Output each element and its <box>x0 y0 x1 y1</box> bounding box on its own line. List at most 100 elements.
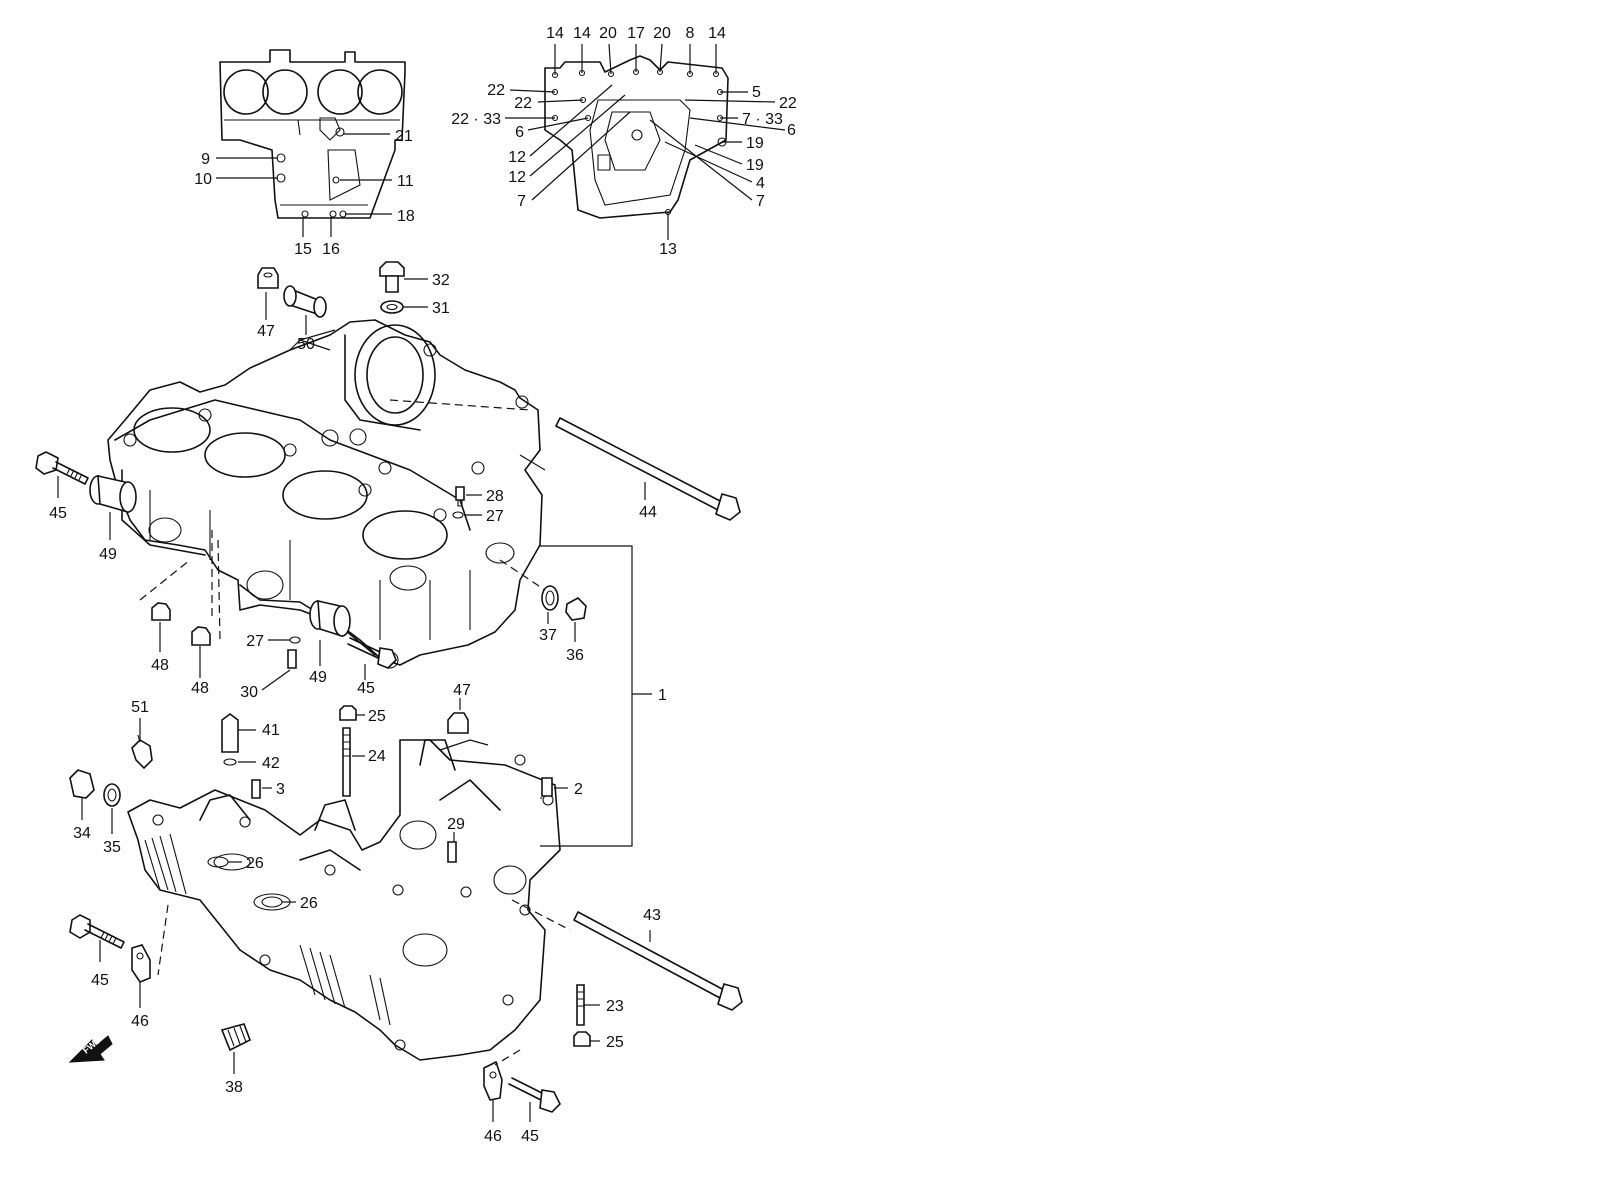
jet-29 <box>447 841 457 863</box>
callout-43: 43 <box>643 907 661 924</box>
callout-37: 37 <box>539 627 557 644</box>
callout-16: 16 <box>322 241 340 258</box>
dowel-3 <box>251 779 261 799</box>
cap-nut-47-lower <box>447 712 469 734</box>
pipe-41 <box>221 713 239 753</box>
callout-12: 12 <box>508 169 526 186</box>
bolt-32 <box>379 261 405 293</box>
dowel-2 <box>541 777 553 797</box>
bracket-46-left <box>131 944 151 983</box>
callout-22: 22 <box>487 82 505 99</box>
plug-38 <box>220 1023 252 1052</box>
callout-26: 26 <box>300 895 318 912</box>
callout-50: 50 <box>297 336 315 353</box>
callout-45: 45 <box>49 505 67 522</box>
callout-27: 27 <box>246 633 264 650</box>
bolt-45-right-lower <box>508 1077 561 1113</box>
callout-27: 27 <box>486 508 504 525</box>
dowel-48-a <box>151 602 171 621</box>
callout-47: 47 <box>453 682 471 699</box>
callout-48: 48 <box>151 657 169 674</box>
callout-46: 46 <box>131 1013 149 1030</box>
callout-25: 25 <box>368 708 386 725</box>
callout-38: 38 <box>225 1079 243 1096</box>
callout-8: 8 <box>686 25 695 42</box>
callout-26: 26 <box>246 855 264 872</box>
o-ring-26-a <box>207 856 229 868</box>
callout-14: 14 <box>573 25 591 42</box>
callout-20: 20 <box>599 25 617 42</box>
callout-10: 10 <box>194 171 212 188</box>
callout-25: 25 <box>606 1034 624 1051</box>
bearing-49-left <box>89 474 137 514</box>
callout-15: 15 <box>294 241 312 258</box>
callout-19: 19 <box>746 135 764 152</box>
callout-14: 14 <box>546 25 564 42</box>
assembly-guide-lines <box>139 399 571 1066</box>
nut-25-lower <box>573 1031 591 1047</box>
stud-43 <box>573 911 743 1011</box>
callout-45: 45 <box>521 1128 539 1145</box>
lower-crankcase-half <box>127 739 561 1061</box>
callout-3: 3 <box>276 781 285 798</box>
callout-24: 24 <box>368 748 386 765</box>
cap-nut-47-upper <box>257 267 279 289</box>
bolt-45-center <box>347 637 397 669</box>
callout-19: 19 <box>746 157 764 174</box>
upper-crankcase-inset <box>216 49 406 237</box>
stud-23 <box>576 984 585 1026</box>
callout-46: 46 <box>484 1128 502 1145</box>
callout-20: 20 <box>653 25 671 42</box>
callout-21: 21 <box>395 128 413 145</box>
nut-25-upper <box>339 705 357 721</box>
callout-12: 12 <box>508 149 526 166</box>
plug-36 <box>565 597 587 621</box>
callout-48: 48 <box>191 680 209 697</box>
callout-18: 18 <box>397 208 415 225</box>
stud-24 <box>342 727 351 797</box>
callout-49: 49 <box>309 669 327 686</box>
callout-13: 13 <box>659 241 677 258</box>
callout-49: 49 <box>99 546 117 563</box>
stud-44 <box>555 417 741 521</box>
callout-4: 4 <box>756 175 765 192</box>
callout-23: 23 <box>606 998 624 1015</box>
callout-45: 45 <box>357 680 375 697</box>
jet-28 <box>455 486 465 507</box>
callout-labels: 14 14 20 17 20 8 14 22 5 22 22 22 · 33 7… <box>49 25 797 1145</box>
callout-44: 44 <box>639 504 657 521</box>
o-ring-27-upper <box>452 511 464 519</box>
callout-2: 2 <box>574 781 583 798</box>
jet-30 <box>287 649 297 669</box>
callout-34: 34 <box>73 825 91 842</box>
callout-22: 22 <box>779 95 797 112</box>
callout-29: 29 <box>447 816 465 833</box>
bolt-45-left-lower <box>69 914 125 949</box>
callout-51: 51 <box>131 699 149 716</box>
callout-14: 14 <box>708 25 726 42</box>
callout-42: 42 <box>262 755 280 772</box>
switch-51 <box>131 734 153 770</box>
callout-41: 41 <box>262 722 280 739</box>
callout-32: 32 <box>432 272 450 289</box>
callout-1: 1 <box>658 687 667 704</box>
callout-36: 36 <box>566 647 584 664</box>
callout-31: 31 <box>432 300 450 317</box>
callout-11: 11 <box>397 173 414 190</box>
gasket-35 <box>103 783 121 807</box>
callout-22: 22 <box>514 95 532 112</box>
bearing-49-center <box>309 599 351 638</box>
callout-7-33: 7 · 33 <box>742 111 783 128</box>
o-ring-37 <box>541 585 559 611</box>
callout-7: 7 <box>756 193 765 210</box>
callout-47: 47 <box>257 323 275 340</box>
o-ring-42 <box>223 758 237 766</box>
lower-crankcase-inset <box>505 43 786 240</box>
dowel-48-b <box>191 626 211 646</box>
o-ring-26-b <box>261 896 283 908</box>
callout-17: 17 <box>627 25 645 42</box>
callout-6: 6 <box>787 122 796 139</box>
callout-22-33: 22 · 33 <box>451 111 501 128</box>
sleeve-50 <box>283 285 327 318</box>
